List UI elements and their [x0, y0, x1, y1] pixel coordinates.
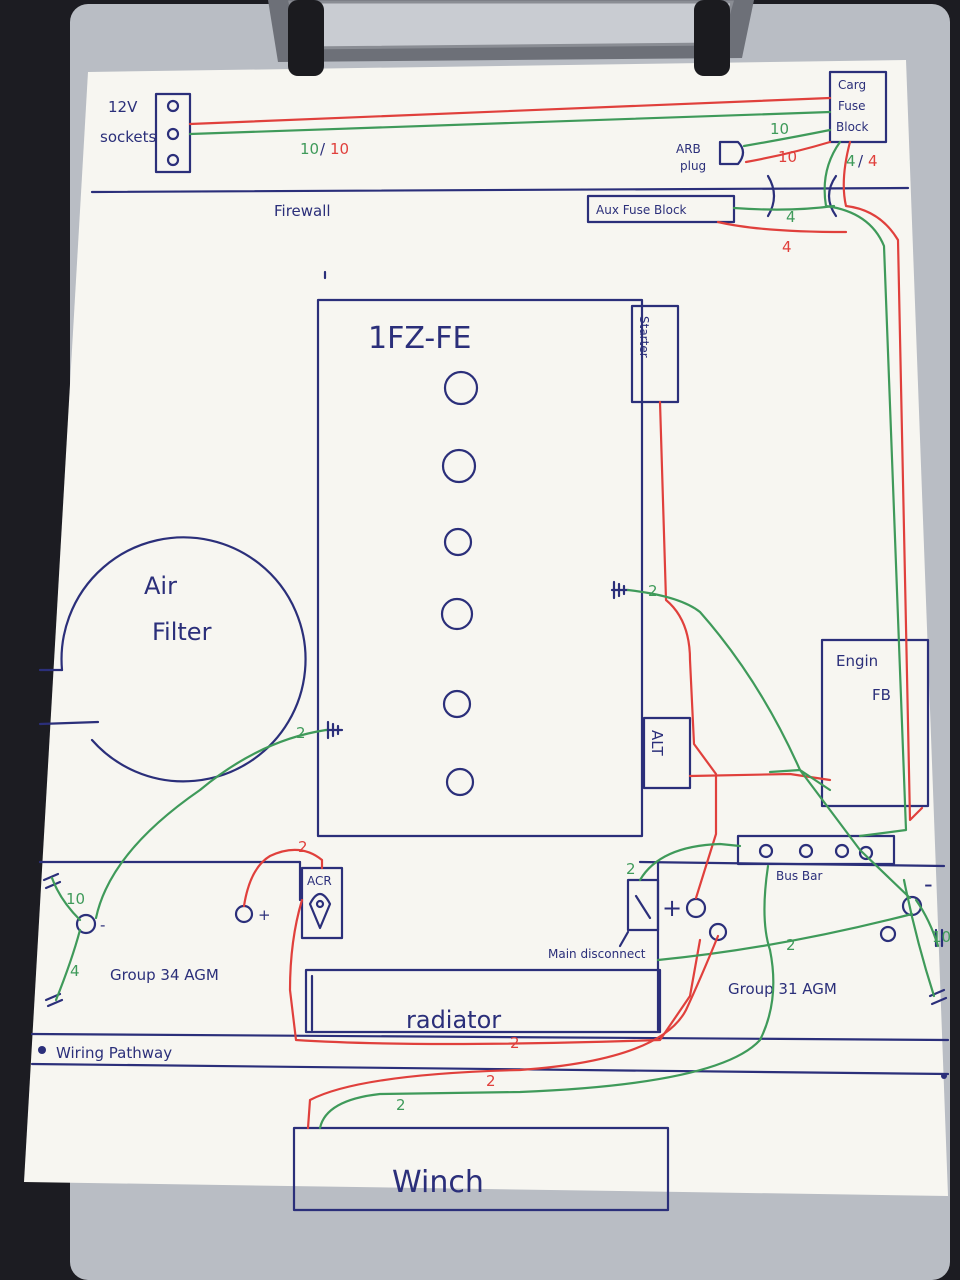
cargo-fb-label-1: Carg [838, 78, 866, 92]
clipboard-clip [268, 0, 754, 76]
radiator-label: radiator [406, 1006, 501, 1034]
gauge-radiator-red: 2 [510, 1034, 520, 1052]
wiring-pathway-line-bottom [30, 1062, 950, 1076]
main-disconnect-switch [618, 860, 660, 1032]
wiring-pathway-line-top [30, 1032, 950, 1042]
filter-ground-symbol [324, 720, 344, 740]
alt-label: ALT [648, 730, 666, 757]
cargo-fb-label-3: Block [836, 120, 869, 134]
gauge-sockets-red: 10 [330, 140, 349, 158]
engine-fb-label-1: Engin [836, 652, 878, 670]
wire-red-sockets [188, 96, 832, 126]
wiring-pathway-end [941, 1073, 947, 1079]
group31-label: Group 31 AGM [728, 980, 837, 998]
gauge-sockets-green: 10 [300, 140, 319, 158]
wire-red-cargo-feed [842, 140, 924, 822]
gauge-acr-red: 2 [298, 838, 308, 856]
wire-red-winch [306, 934, 720, 1130]
cargo-fb-label-2: Fuse [838, 99, 866, 113]
main-disconnect-label: Main disconnect [548, 947, 646, 961]
starter-label: Starter [637, 316, 651, 358]
arb-label-1: ARB [676, 142, 701, 156]
wire-green-engine-fb [768, 768, 832, 792]
group31-plus: + [662, 894, 682, 922]
paper-sheet [24, 60, 948, 1196]
gauge-sockets-slash: / [320, 140, 326, 158]
group34-label: Group 34 AGM [110, 966, 219, 984]
wire-red-aux [716, 220, 848, 234]
alternator-box [642, 716, 692, 790]
engine-fb-label-2: FB [872, 686, 891, 704]
gauge-cargo-green: 10 [770, 120, 789, 138]
gauge-disconnect-green: 2 [626, 860, 636, 878]
grommet-arc-2 [827, 174, 838, 218]
winch-label: Winch [392, 1165, 484, 1200]
wire-green-sockets [188, 110, 832, 136]
bus-bar [736, 834, 896, 866]
engine-block [316, 270, 644, 838]
gauge-engine-ground: 2 [648, 582, 658, 600]
wire-green-aux [732, 204, 836, 211]
aux-fuse-block-label: Aux Fuse Block [596, 203, 687, 217]
cargo-fuse-block [828, 70, 888, 144]
engine-fuse-block [820, 638, 930, 808]
air-filter-label-1: Air [144, 572, 177, 600]
gauge-aux-green: 4 [786, 208, 796, 226]
winch-box [292, 1126, 670, 1212]
wire-red-starter [658, 400, 718, 900]
gauge-winch-green: 2 [396, 1096, 406, 1114]
group34-minus: - [100, 916, 105, 934]
group34-plus: + [258, 906, 271, 924]
wire-green-winch [318, 864, 775, 1130]
bus-bar-label: Bus Bar [776, 869, 822, 883]
gauge-cargo-feed-red: 4 [868, 152, 878, 170]
gauge-filter-ground: 2 [296, 724, 306, 742]
radiator [304, 968, 662, 1034]
starter-box [630, 304, 680, 404]
wire-green-filter-ground [94, 728, 328, 920]
engine-label: 1FZ-FE [368, 321, 471, 356]
wire-red-acr [242, 848, 324, 908]
arb-plug [718, 140, 745, 166]
wire-green-arb [742, 128, 832, 148]
gauge-cargo-feed-slash: / [858, 152, 864, 170]
sockets-label-1: 12V [108, 98, 138, 116]
grommet-arc-1 [766, 174, 776, 218]
firewall-line [90, 186, 910, 194]
air-filter-label-2: Filter [152, 618, 212, 646]
group31-minus: - [924, 870, 933, 898]
engine-ground-symbol [610, 580, 630, 600]
wire-green-g34-neg-down [54, 928, 82, 1002]
wiring-pathway-marker [38, 1046, 46, 1054]
wire-green-g31-ground [902, 878, 936, 998]
firewall-label: Firewall [274, 202, 331, 220]
gauge-cargo-feed-green: 4 [846, 152, 856, 170]
wire-green-disconnect [638, 842, 742, 882]
gauge-winch-red: 2 [486, 1072, 496, 1090]
gauge-group31-ground: 10 [932, 928, 951, 946]
air-filter [38, 536, 307, 783]
gauge-group34-ground: 10 [66, 890, 85, 908]
wire-green-engine-ground [626, 588, 912, 900]
gauge-arb-red: 10 [778, 148, 797, 166]
wire-red-to-engine-fb [688, 772, 832, 782]
wire-green-g34-neg-up [50, 876, 82, 922]
wire-red-arb [744, 140, 832, 164]
wire-red-radiator [288, 898, 702, 1046]
gauge-group34-neg: 4 [70, 962, 80, 980]
wiring-pathway-label: Wiring Pathway [56, 1044, 172, 1062]
arb-label-2: plug [680, 159, 706, 173]
wire-green-g31-neg [914, 898, 940, 948]
gauge-aux-red: 4 [782, 238, 792, 256]
wire-green-bus-to-neg [656, 912, 914, 962]
acr-label: ACR [307, 874, 332, 888]
sockets-label-2: sockets [100, 128, 157, 146]
gauge-bus-green: 2 [786, 936, 796, 954]
